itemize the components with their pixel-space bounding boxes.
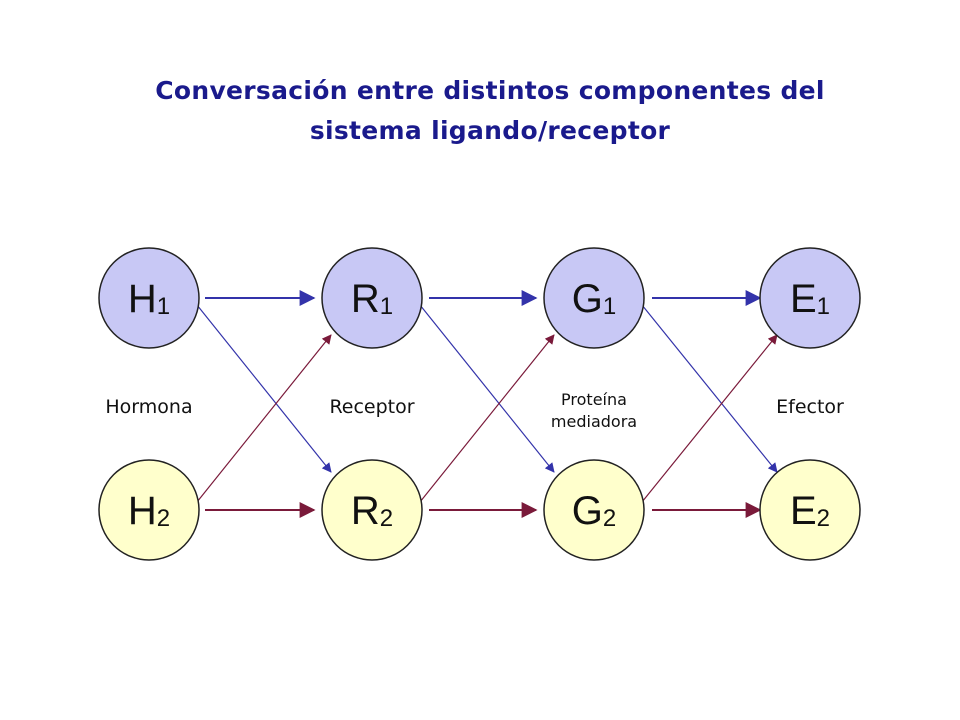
- label-proteina-line2: mediadora: [550, 412, 638, 431]
- svg-text:G2: G2: [572, 489, 616, 533]
- label-proteina-mediadora: Proteína mediadora: [524, 389, 664, 433]
- node-e2-sub: 2: [817, 505, 830, 532]
- node-h1-sub: 1: [157, 293, 170, 320]
- node-e2: E2: [759, 459, 861, 561]
- svg-text:E1: E1: [790, 277, 830, 321]
- arrow-g2-e1: [641, 334, 778, 503]
- arrow-g1-e2: [641, 304, 778, 473]
- arrow-r1-g2: [419, 304, 555, 473]
- svg-text:H2: H2: [128, 489, 170, 533]
- svg-text:R2: R2: [351, 489, 393, 533]
- label-hormona: Hormona: [105, 396, 193, 418]
- svg-text:H1: H1: [128, 277, 170, 321]
- node-h1-letter: H: [128, 277, 157, 321]
- node-h2-letter: H: [128, 489, 157, 533]
- node-r2: R2: [321, 459, 423, 561]
- node-r1-letter: R: [351, 277, 380, 321]
- node-h2-sub: 2: [157, 505, 170, 532]
- label-receptor: Receptor: [329, 396, 415, 418]
- node-r1: R1: [321, 247, 423, 349]
- title-line-1: Conversación entre distintos componentes…: [155, 76, 825, 105]
- svg-text:E2: E2: [790, 489, 830, 533]
- arrow-h1-r2: [196, 304, 332, 473]
- node-e1-sub: 1: [817, 293, 830, 320]
- node-g2-letter: G: [572, 489, 603, 533]
- node-g2: G2: [543, 459, 645, 561]
- node-r2-letter: R: [351, 489, 380, 533]
- label-efector: Efector: [776, 396, 844, 418]
- title-line-2: sistema ligando/receptor: [309, 116, 671, 145]
- node-r1-sub: 1: [380, 293, 393, 320]
- node-e1: E1: [759, 247, 861, 349]
- node-g1-letter: G: [572, 277, 603, 321]
- node-h2: H2: [98, 459, 200, 561]
- node-h1: H1: [98, 247, 200, 349]
- node-r2-sub: 2: [380, 505, 393, 532]
- svg-text:R1: R1: [351, 277, 393, 321]
- node-g1-sub: 1: [603, 293, 616, 320]
- arrow-h2-r1: [196, 334, 332, 503]
- node-e2-letter: E: [790, 489, 817, 533]
- svg-text:G1: G1: [572, 277, 616, 321]
- node-g1: G1: [543, 247, 645, 349]
- arrow-r2-g1: [419, 334, 555, 503]
- label-proteina-line1: Proteína: [561, 390, 627, 409]
- node-g2-sub: 2: [603, 505, 616, 532]
- node-e1-letter: E: [790, 277, 817, 321]
